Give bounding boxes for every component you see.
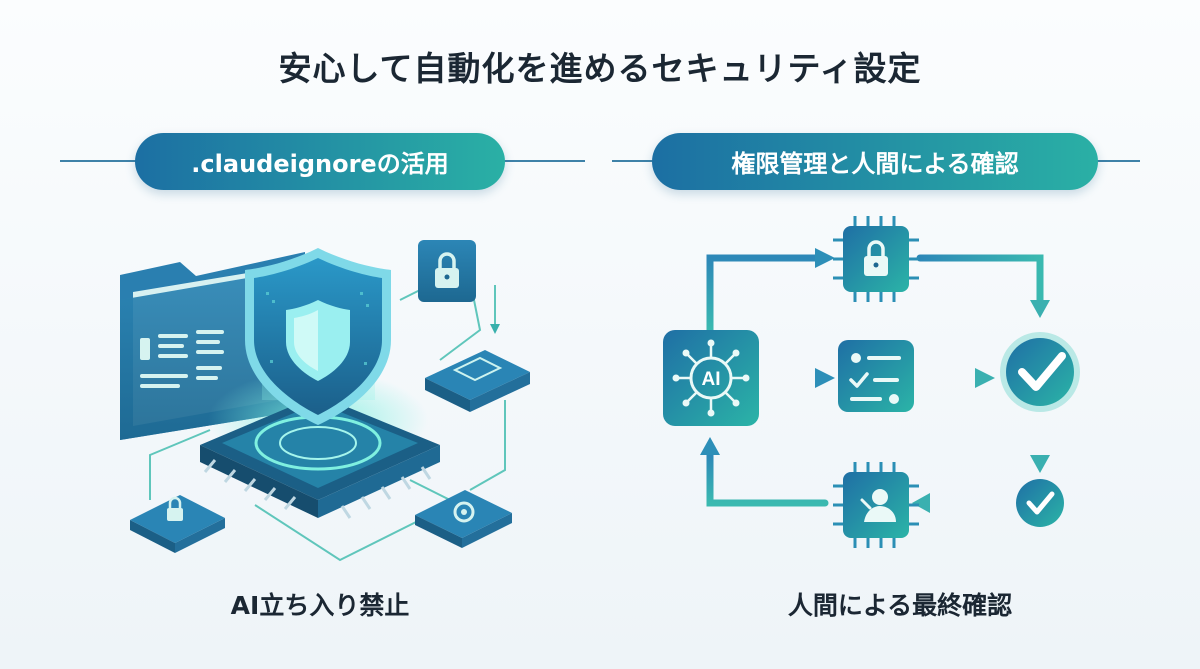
- arrow-head-up: [700, 437, 720, 455]
- left-illustration: [120, 240, 530, 562]
- arrow-head-down-2: [1030, 455, 1050, 473]
- left-section-heading: .claudeignoreの活用: [135, 133, 505, 190]
- page-title: 安心して自動化を進めるセキュリティ設定: [278, 49, 922, 88]
- arrow-head-down: [1030, 300, 1050, 318]
- left-divider-line-right: [495, 160, 585, 162]
- arrow-head-left: [912, 493, 930, 513]
- checklist-icon: [838, 340, 914, 412]
- arrow-head-top: [815, 248, 835, 268]
- left-divider-line-left: [60, 160, 148, 162]
- right-divider-line-left: [612, 160, 664, 162]
- right-caption: 人間による最終確認: [787, 591, 1013, 620]
- lock-chip-icon: [833, 216, 919, 302]
- right-divider-line-right: [1086, 160, 1140, 162]
- ai-node: AI: [663, 330, 759, 426]
- lock-box-icon: [418, 240, 476, 302]
- left-caption: AI立ち入り禁止: [230, 591, 410, 620]
- arrow-head-mid: [815, 368, 835, 388]
- server-chip: [425, 350, 530, 412]
- shield-icon: [245, 248, 391, 425]
- approval-check-icon: [1000, 332, 1080, 412]
- small-check-icon: [1016, 479, 1064, 527]
- main-chip: [200, 395, 440, 519]
- human-chip-icon: [833, 462, 919, 548]
- arrow-head-right: [975, 368, 995, 388]
- ai-label: AI: [702, 369, 721, 390]
- right-section-heading: 権限管理と人間による確認: [652, 133, 1098, 190]
- gear-chip: [415, 490, 512, 548]
- right-illustration: AI: [663, 216, 1080, 548]
- small-lock-chip: [130, 495, 225, 553]
